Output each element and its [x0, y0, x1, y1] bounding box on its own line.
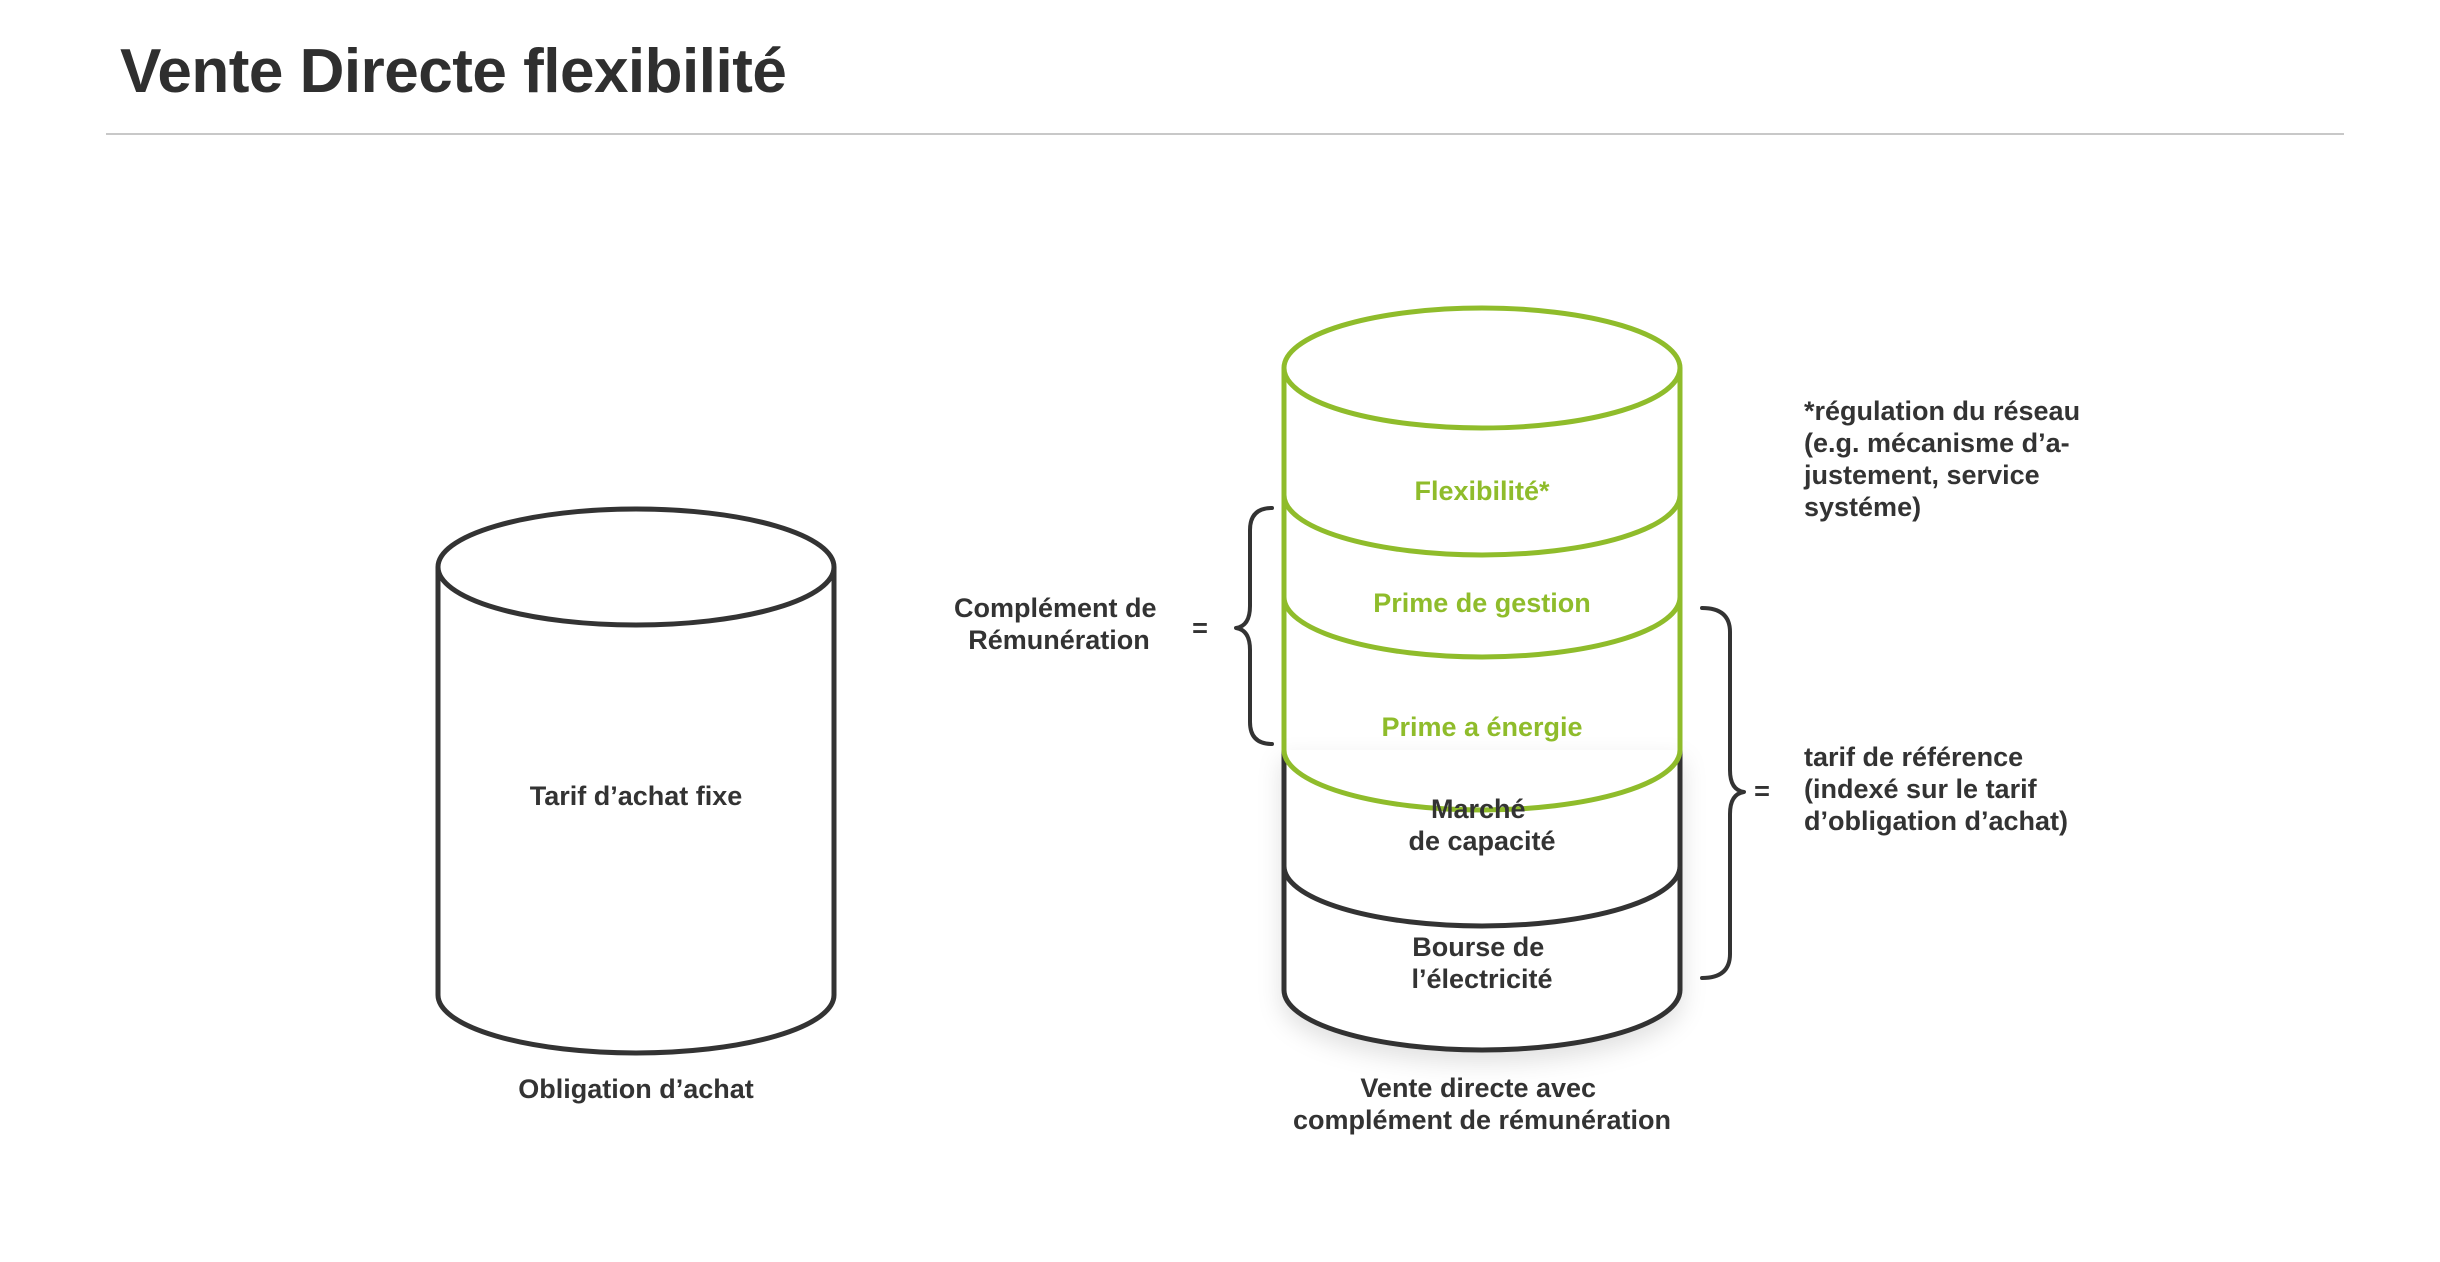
layer-marche-line-1: Marché [1431, 794, 1526, 824]
complement-line-1: Complément de [954, 593, 1157, 623]
layer-flexibilite-label: Flexibilité* [1414, 476, 1550, 506]
layer-prime-energie-label: Prime a énergie [1381, 712, 1582, 742]
right-cylinder: Flexibilité* Prime de gestion Prime a én… [1281, 305, 1683, 1135]
left-bracket-group: = Complément de Rémunération [954, 506, 1274, 746]
left-cylinder-top [435, 506, 837, 628]
complement-remuneration-label: Complément de Rémunération [954, 593, 1164, 655]
footnote-line-4: systéme) [1804, 492, 1921, 522]
right-cylinder-upper-body [1281, 368, 1683, 750]
layer-marche-line-2: de capacité [1408, 826, 1555, 856]
tarif-line-2: (indexé sur le tarif [1804, 774, 2038, 804]
divider-flex-gestion [1281, 494, 1683, 558]
right-cylinder-top [1281, 305, 1683, 431]
left-cylinder-label: Tarif d’achat fixe [530, 781, 743, 811]
divider-gestion-energie [1281, 596, 1683, 660]
flexibilite-footnote: *régulation du réseau (e.g. mécanisme d’… [1803, 396, 2088, 522]
right-cylinder-lower-body [1281, 750, 1683, 1053]
layer-prime-gestion-label: Prime de gestion [1373, 588, 1591, 618]
footnote-line-3: justement, service [1803, 460, 2040, 490]
title-divider [106, 133, 2344, 135]
left-bracket-equals: = [1192, 613, 1208, 643]
right-caption-line-1: Vente directe avec [1360, 1073, 1596, 1103]
page-title: Vente Directe flexibilité [120, 37, 787, 106]
right-curly-bracket [1700, 606, 1746, 980]
tarif-line-1: tarif de référence [1804, 742, 2023, 772]
divider-energie-capacite [1281, 749, 1683, 813]
left-cylinder-caption: Obligation d’achat [518, 1074, 754, 1104]
layer-bourse-label: Bourse de l’électricité [1411, 932, 1552, 994]
left-cylinder: Tarif d’achat fixe Obligation d’achat [435, 506, 837, 1104]
divider-capacite-bourse [1281, 865, 1683, 929]
tarif-line-3: d’obligation d’achat) [1804, 806, 2068, 836]
right-bracket-group: = tarif de référence (indexé sur le tari… [1700, 606, 2068, 980]
right-cylinder-caption: Vente directe avec complément de rémunér… [1293, 1073, 1671, 1135]
tarif-reference-label: tarif de référence (indexé sur le tarif … [1804, 742, 2068, 836]
layer-bourse-line-1: Bourse de [1412, 932, 1544, 962]
right-bracket-equals: = [1754, 776, 1770, 806]
layer-bourse-line-2: l’électricité [1411, 964, 1552, 994]
footnote-line-2: (e.g. mécanisme d’a- [1804, 428, 2070, 458]
left-cylinder-body [435, 567, 837, 1056]
layer-marche-capacite-label: Marché de capacité [1408, 794, 1555, 856]
left-curly-bracket [1234, 506, 1274, 746]
right-caption-line-2: complément de rémunération [1293, 1105, 1671, 1135]
footnote-line-1: *régulation du réseau [1804, 396, 2080, 426]
complement-line-2: Rémunération [968, 625, 1150, 655]
